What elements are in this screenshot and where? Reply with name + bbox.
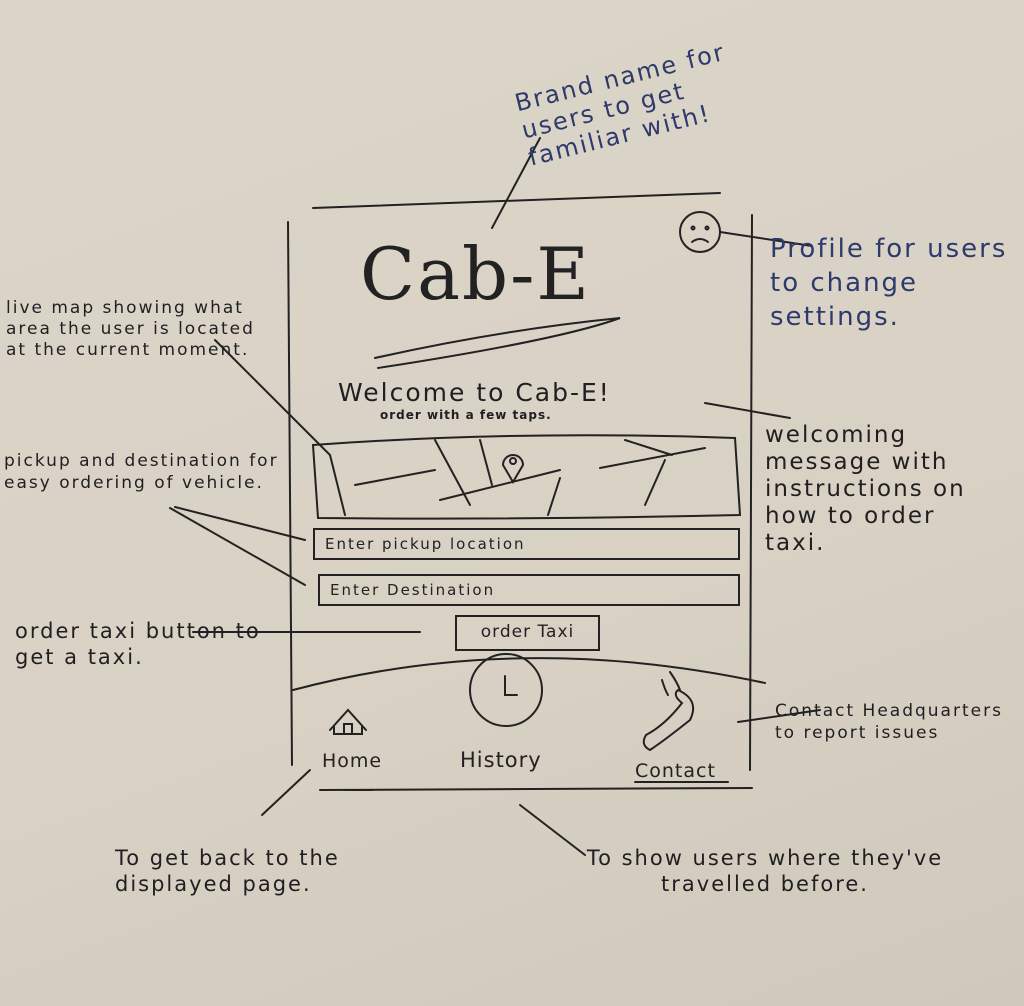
annotation-history: To show users where they've travelled be… xyxy=(586,846,944,896)
welcome-subtitle: order with a few taps. xyxy=(380,408,552,422)
map-frame xyxy=(311,434,742,520)
brand-logo: Cab-E xyxy=(360,232,591,316)
phone-icon xyxy=(642,671,694,752)
frame-bottom xyxy=(319,787,753,791)
map-pin-icon xyxy=(501,454,525,484)
clock-icon xyxy=(469,653,543,727)
annotation-welcome: welcoming message with instructions on h… xyxy=(765,422,966,556)
welcome-title: Welcome to Cab-E! xyxy=(338,378,611,407)
annotation-inputs: pickup and destination for easy ordering… xyxy=(4,451,279,493)
logo-swoosh xyxy=(374,317,621,369)
order-taxi-button[interactable]: order Taxi xyxy=(455,615,600,651)
house-icon xyxy=(329,708,367,735)
annotation-order: order taxi button to get a taxi. xyxy=(15,619,261,669)
annotation-contact: Contact Headquarters to report issues xyxy=(775,701,1003,743)
frame-right xyxy=(749,214,753,771)
pickup-input[interactable]: Enter pickup location xyxy=(313,528,740,560)
frame-left xyxy=(287,221,293,766)
frame-top xyxy=(312,192,721,209)
destination-input[interactable]: Enter Destination xyxy=(318,574,740,606)
nav-history[interactable]: History xyxy=(460,748,542,772)
annotation-profile: Profile for users to change settings. xyxy=(770,234,1008,332)
annotation-home: To get back to the displayed page. xyxy=(115,846,340,896)
profile-icon xyxy=(679,211,721,253)
nav-contact[interactable]: Contact xyxy=(635,760,716,782)
nav-home[interactable]: Home xyxy=(322,750,383,772)
annotation-map: live map showing what area the user is l… xyxy=(6,298,255,360)
